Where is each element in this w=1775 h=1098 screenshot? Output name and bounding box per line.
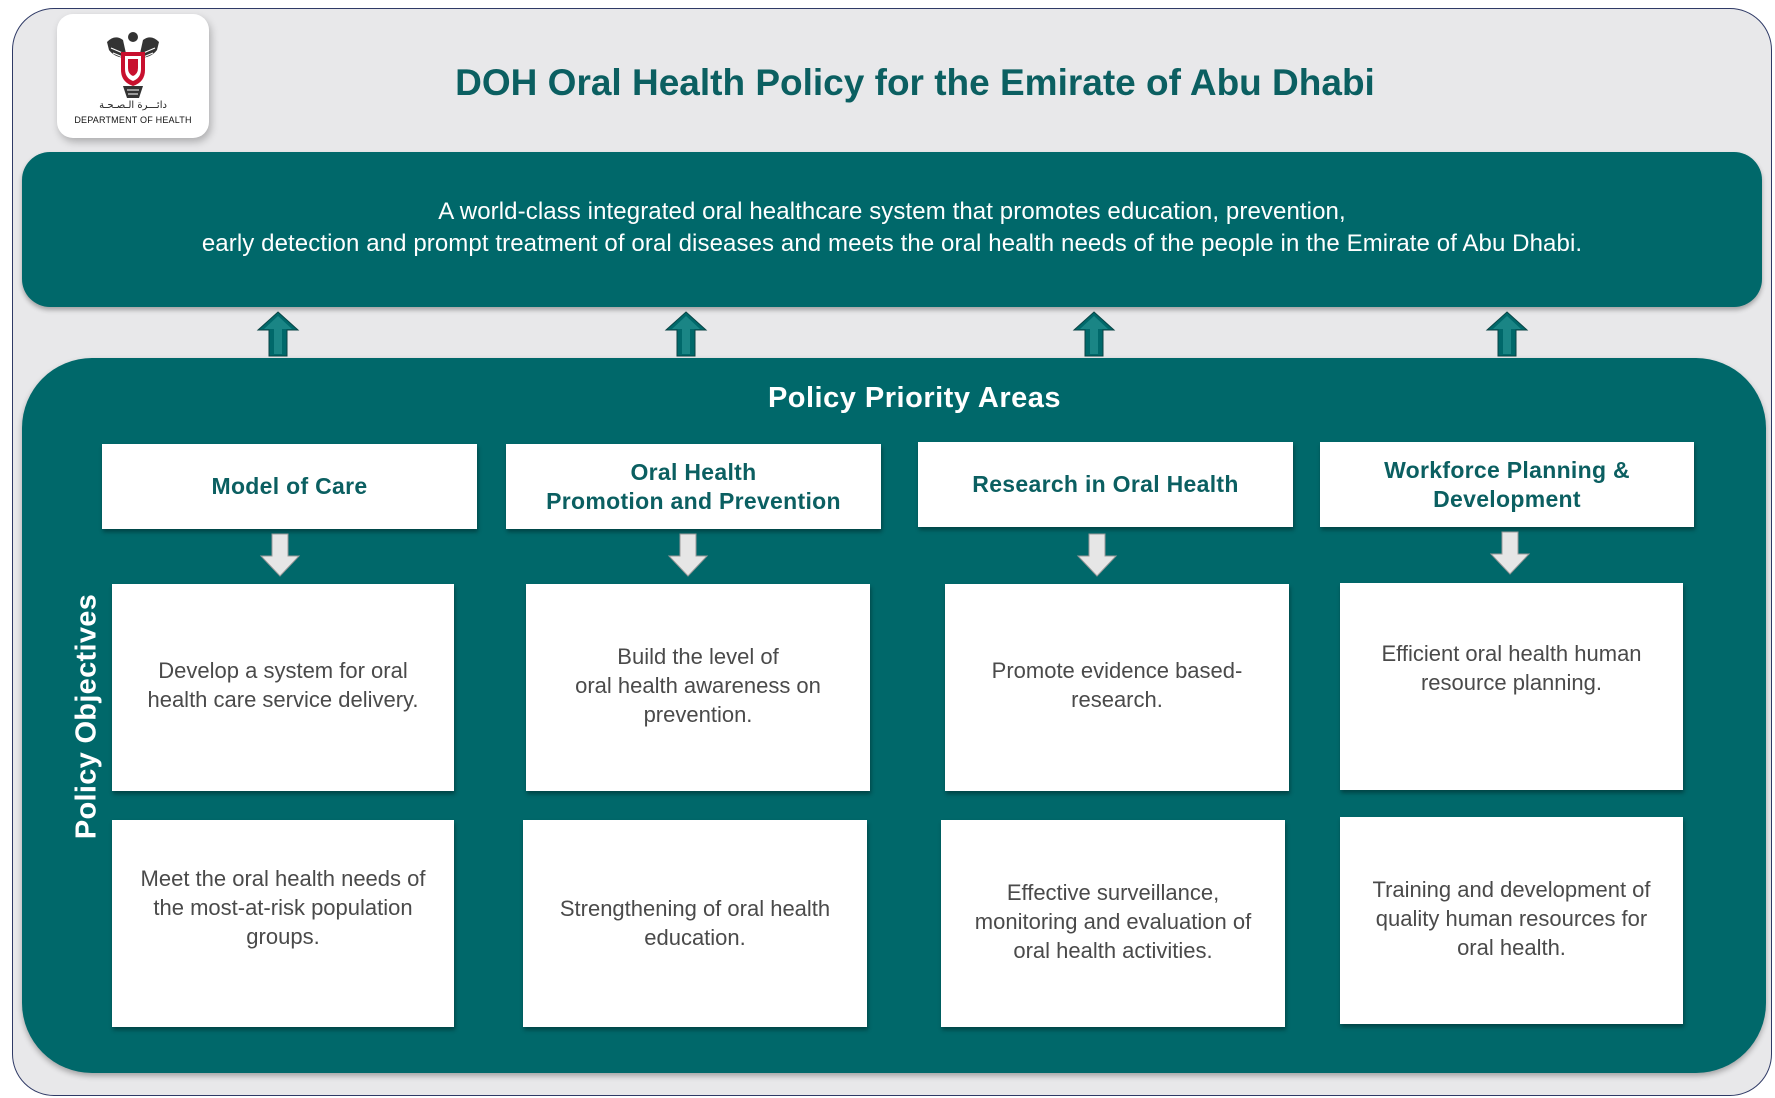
up-arrow-icon [664, 311, 708, 357]
priority-area-label: Oral Health Promotion and Prevention [546, 458, 841, 514]
objective-text: Effective surveillance, monitoring and e… [974, 880, 1252, 964]
priority-area-model-of-care: Model of Care [102, 444, 477, 529]
up-arrow-icon [256, 311, 300, 357]
logo-arabic-text: دائـــرة الـصـحـة [99, 100, 167, 111]
vision-line-2: early detection and prompt treatment of … [201, 230, 1583, 257]
priority-area-label: Research in Oral Health [972, 471, 1239, 498]
objective-text: Strengthening of oral health education. [559, 896, 831, 951]
policy-objectives-label: Policy Objectives [70, 593, 103, 840]
vision-line-1: A world-class integrated oral healthcare… [438, 198, 1346, 225]
falcon-emblem-icon [107, 32, 159, 98]
objective-text: Develop a system for oral health care se… [147, 658, 419, 713]
priority-areas-panel: Policy Priority Areas Policy Objectives … [22, 358, 1766, 1073]
page-title: DOH Oral Health Policy for the Emirate o… [455, 62, 1375, 103]
down-arrow-icon [259, 533, 301, 577]
objective-box: Meet the oral health needs of the most-a… [112, 820, 454, 1027]
objective-text: Promote evidence based- research. [991, 658, 1243, 713]
down-arrow-icon [1076, 533, 1118, 577]
vision-box: A world-class integrated oral healthcare… [22, 152, 1762, 307]
down-arrow-icon [667, 533, 709, 577]
objective-text: Meet the oral health needs of the most-a… [140, 866, 426, 950]
objective-box: Develop a system for oral health care se… [112, 584, 454, 791]
objective-box: Promote evidence based- research. [945, 584, 1289, 791]
objective-text: Build the level of oral health awareness… [575, 644, 821, 728]
priority-area-label: Model of Care [211, 473, 368, 500]
panel-title: Policy Priority Areas [767, 382, 1062, 414]
priority-area-workforce: Workforce Planning & Development [1320, 442, 1694, 527]
objective-box: Efficient oral health human resource pla… [1340, 583, 1683, 790]
objective-box: Strengthening of oral health education. [523, 820, 867, 1027]
up-arrow-icon [1485, 311, 1529, 357]
up-arrow-icon [1072, 311, 1116, 357]
doh-logo: دائـــرة الـصـحـة DEPARTMENT OF HEALTH [57, 14, 209, 138]
priority-area-research: Research in Oral Health [918, 442, 1293, 527]
priority-area-label: Workforce Planning & Development [1384, 456, 1630, 512]
objective-box: Training and development of quality huma… [1340, 817, 1683, 1024]
objective-box: Build the level of oral health awareness… [526, 584, 870, 791]
logo-english-text: DEPARTMENT OF HEALTH [74, 115, 192, 125]
down-arrow-icon [1489, 531, 1531, 575]
objective-text: Efficient oral health human resource pla… [1381, 641, 1642, 696]
priority-area-promotion-prevention: Oral Health Promotion and Prevention [506, 444, 881, 529]
objective-text: Training and development of quality huma… [1372, 877, 1651, 961]
objective-box: Effective surveillance, monitoring and e… [941, 820, 1285, 1027]
